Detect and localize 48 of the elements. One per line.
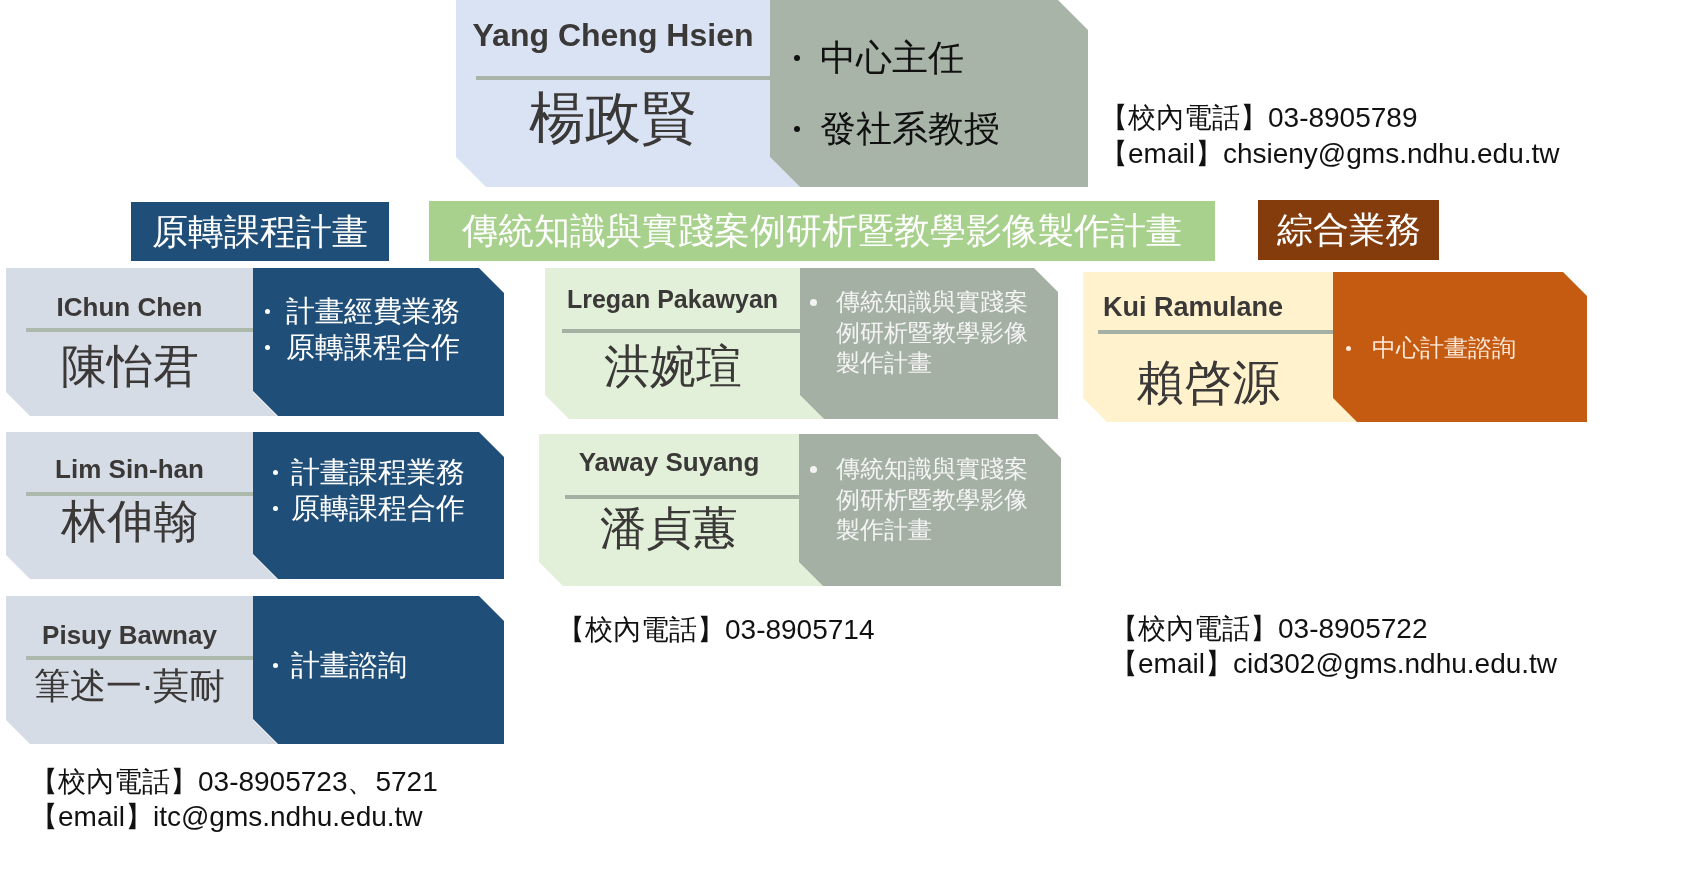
name-panel bbox=[6, 596, 277, 744]
role-panel bbox=[253, 596, 504, 744]
role-item: 計畫課程業務 bbox=[291, 455, 465, 490]
role-panel bbox=[253, 432, 504, 579]
role-item: 計畫經費業務 bbox=[286, 294, 460, 329]
chinese-name: 洪婉瑄 bbox=[603, 339, 742, 394]
role-item: 原轉課程合作 bbox=[291, 491, 465, 526]
chinese-name: 楊政賢 bbox=[529, 85, 697, 151]
english-name: IChun Chen bbox=[56, 292, 203, 323]
contact-info: 【校內電話】03-8905723、5721 bbox=[30, 765, 438, 799]
role-panel bbox=[799, 434, 1061, 586]
name-panel bbox=[6, 432, 277, 579]
name-panel bbox=[545, 268, 824, 419]
role-item: 中心計畫諮詢 bbox=[1372, 333, 1516, 363]
contact-info: 【email】itc@gms.ndhu.edu.tw bbox=[30, 800, 423, 834]
chinese-name: 筆述一·莫耐 bbox=[33, 664, 226, 707]
english-name: Yaway Suyang bbox=[578, 447, 760, 478]
role-panel bbox=[800, 268, 1058, 419]
contact-info: 【email】chsieny@gms.ndhu.edu.tw bbox=[1100, 137, 1560, 171]
role-panel bbox=[1333, 272, 1587, 422]
english-name: Kui Ramulane bbox=[1103, 291, 1284, 323]
section-header: 原轉課程計畫 bbox=[131, 202, 389, 261]
contact-info: 【校內電話】03-8905789 bbox=[1100, 101, 1418, 135]
section-header: 傳統知識與實踐案例研析暨教學影像製作計畫 bbox=[429, 201, 1215, 261]
chinese-name: 潘貞蕙 bbox=[600, 501, 738, 556]
chinese-name: 陳怡君 bbox=[60, 339, 199, 394]
role-item: 傳統知識與實踐案例研析暨教學影像製作計畫 bbox=[836, 287, 1029, 378]
role-item: 傳統知識與實踐案例研析暨教學影像製作計畫 bbox=[836, 454, 1029, 545]
name-panel bbox=[1083, 272, 1357, 422]
name-panel bbox=[539, 434, 823, 586]
chinese-name: 賴啓源 bbox=[1136, 355, 1280, 411]
section-header: 綜合業務 bbox=[1258, 200, 1439, 260]
chinese-name: 林伸翰 bbox=[60, 494, 199, 549]
role-item: 發社系教授 bbox=[820, 107, 1000, 151]
name-panel bbox=[456, 0, 800, 187]
role-item: 中心主任 bbox=[820, 36, 964, 80]
contact-info: 【email】cid302@gms.ndhu.edu.tw bbox=[1110, 647, 1558, 681]
english-name: Lim Sin-han bbox=[55, 454, 204, 485]
role-item: 原轉課程合作 bbox=[286, 330, 460, 365]
role-panel bbox=[770, 0, 1088, 187]
english-name: Pisuy Bawnay bbox=[42, 620, 217, 651]
role-panel bbox=[253, 268, 504, 416]
contact-info: 【校內電話】03-8905714 bbox=[557, 613, 875, 647]
contact-info: 【校內電話】03-8905722 bbox=[1110, 612, 1428, 646]
english-name: Lregan Pakawyan bbox=[566, 284, 779, 314]
role-item: 計畫諮詢 bbox=[291, 648, 407, 683]
name-panel bbox=[6, 268, 277, 416]
english-name: Yang Cheng Hsien bbox=[472, 16, 754, 54]
